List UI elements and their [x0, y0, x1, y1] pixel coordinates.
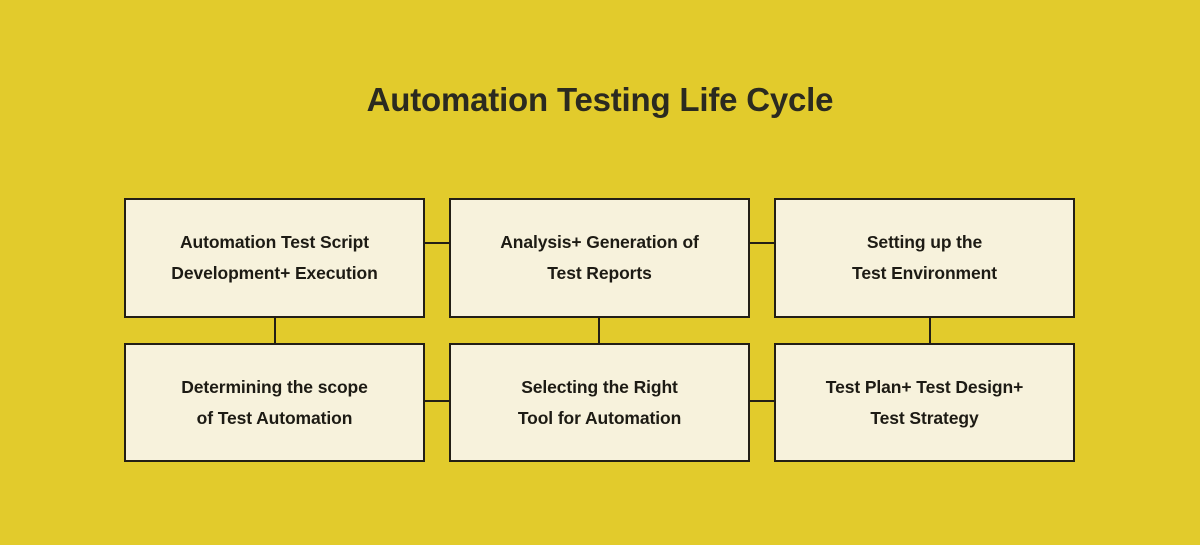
connector-node3-node6: [929, 317, 931, 344]
node-label: Determining the scope of Test Automation: [171, 372, 378, 434]
diagram-node-test-plan-design-strategy: Test Plan+ Test Design+ Test Strategy: [774, 343, 1075, 462]
connector-node2-node5: [598, 317, 600, 344]
connector-node1-node2: [424, 242, 450, 244]
node-label-line1: Setting up the: [866, 232, 983, 252]
diagram-title: Automation Testing Life Cycle: [366, 81, 834, 118]
node-label-line1: Analysis+ Generation of: [500, 232, 699, 252]
node-label: Analysis+ Generation of Test Reports: [490, 227, 709, 289]
diagram-node-analysis-generation-of-test-reports: Analysis+ Generation of Test Reports: [449, 198, 750, 318]
connector-node4-node5: [424, 400, 450, 402]
node-label-line1: Selecting the Right: [521, 376, 678, 397]
node-label: Test Plan+ Test Design+ Test Strategy: [816, 372, 1033, 434]
connector-node2-node3: [749, 242, 775, 244]
node-label-line2: Test Reports: [547, 263, 652, 283]
node-label-line1: Test Plan+ Test Design+: [825, 376, 1024, 397]
diagram-node-determining-the-scope: Determining the scope of Test Automation: [124, 343, 425, 462]
node-label-line2: Development+ Execution: [171, 263, 378, 283]
diagram-node-setting-up-the-test-environment: Setting up the Test Environment: [774, 198, 1075, 318]
node-label: Setting up the Test Environment: [842, 227, 1007, 289]
node-label-line2: Test Environment: [852, 263, 997, 283]
node-label: Automation Test Script Development+ Exec…: [161, 227, 387, 289]
connector-node5-node6: [749, 400, 775, 402]
node-label-line2: of Test Automation: [196, 407, 353, 428]
node-label-line1: Automation Test Script: [179, 232, 369, 252]
node-label: Selecting the Right Tool for Automation: [508, 372, 691, 434]
node-label-line2: Test Strategy: [870, 407, 979, 428]
node-label-line1: Determining the scope: [181, 376, 368, 397]
diagram-node-selecting-the-right-tool: Selecting the Right Tool for Automation: [449, 343, 750, 462]
connector-node1-node4: [274, 317, 276, 344]
node-label-line2: Tool for Automation: [517, 407, 682, 428]
diagram-node-automation-test-script: Automation Test Script Development+ Exec…: [124, 198, 425, 318]
